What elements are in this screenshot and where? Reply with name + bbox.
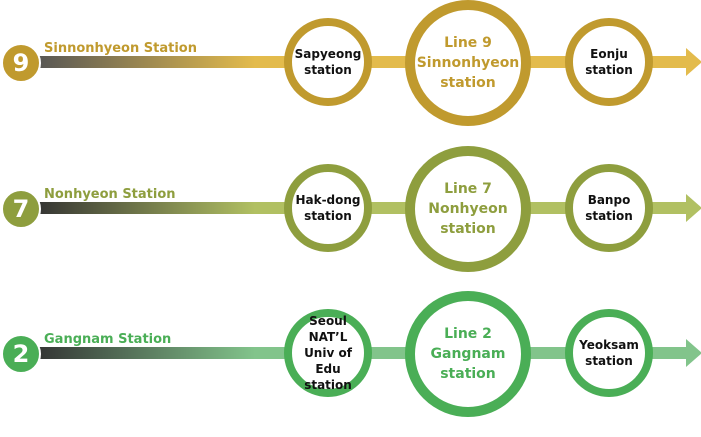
line-2-badge: 2 [1,334,41,374]
seoul-natl-univ-of-edu-station-label: Seoul NAT’L Univ of Edu station [304,314,352,392]
line-9-station-name: Sinnonhyeon Station [44,41,197,56]
banpo-station-circle: Banpo station [565,164,653,252]
yeoksam-station-label: Yeoksam station [579,338,639,368]
eonju-station-label: Eonju station [585,47,633,77]
line-7-row: 7 Nonhyeon Station Hak-dong station Line… [0,146,701,292]
yeoksam-station-circle: Yeoksam station [565,309,653,397]
seoul-natl-univ-of-edu-station-circle: Seoul NAT’L Univ of Edu station [284,309,372,397]
gangnam-station-label: Line 2 Gangnam station [430,326,506,382]
banpo-station-label: Banpo station [585,193,633,223]
nonhyeon-station-label: Line 7 Nonhyeon station [428,181,508,237]
sapyeong-station-circle: Sapyeong station [284,18,372,106]
line-9-arrowhead [686,48,701,76]
line-7-track-gradient [34,202,294,214]
nonhyeon-station-circle: Line 7 Nonhyeon station [405,146,531,272]
line-7-station-name: Nonhyeon Station [44,187,176,202]
line-7-badge: 7 [1,189,41,229]
eonju-station-circle: Eonju station [565,18,653,106]
line-2-row: 2 Gangnam Station Seoul NAT’L Univ of Ed… [0,291,701,437]
sinnonhyeon-station-circle: Line 9 Sinnonhyeon station [405,0,531,126]
sinnonhyeon-station-label: Line 9 Sinnonhyeon station [416,35,520,91]
line-9-row: 9 Sinnonhyeon Station Sapyeong station L… [0,0,701,146]
hak-dong-station-label: Hak-dong station [295,193,361,223]
line-9-badge: 9 [1,43,41,83]
sapyeong-station-label: Sapyeong station [294,47,362,77]
line-2-arrowhead [686,339,701,367]
hak-dong-station-circle: Hak-dong station [284,164,372,252]
line-2-track-gradient [34,347,294,359]
line-2-station-name: Gangnam Station [44,332,172,347]
gangnam-station-circle: Line 2 Gangnam station [405,291,531,417]
line-7-arrowhead [686,194,701,222]
line-9-track-gradient [34,56,294,68]
